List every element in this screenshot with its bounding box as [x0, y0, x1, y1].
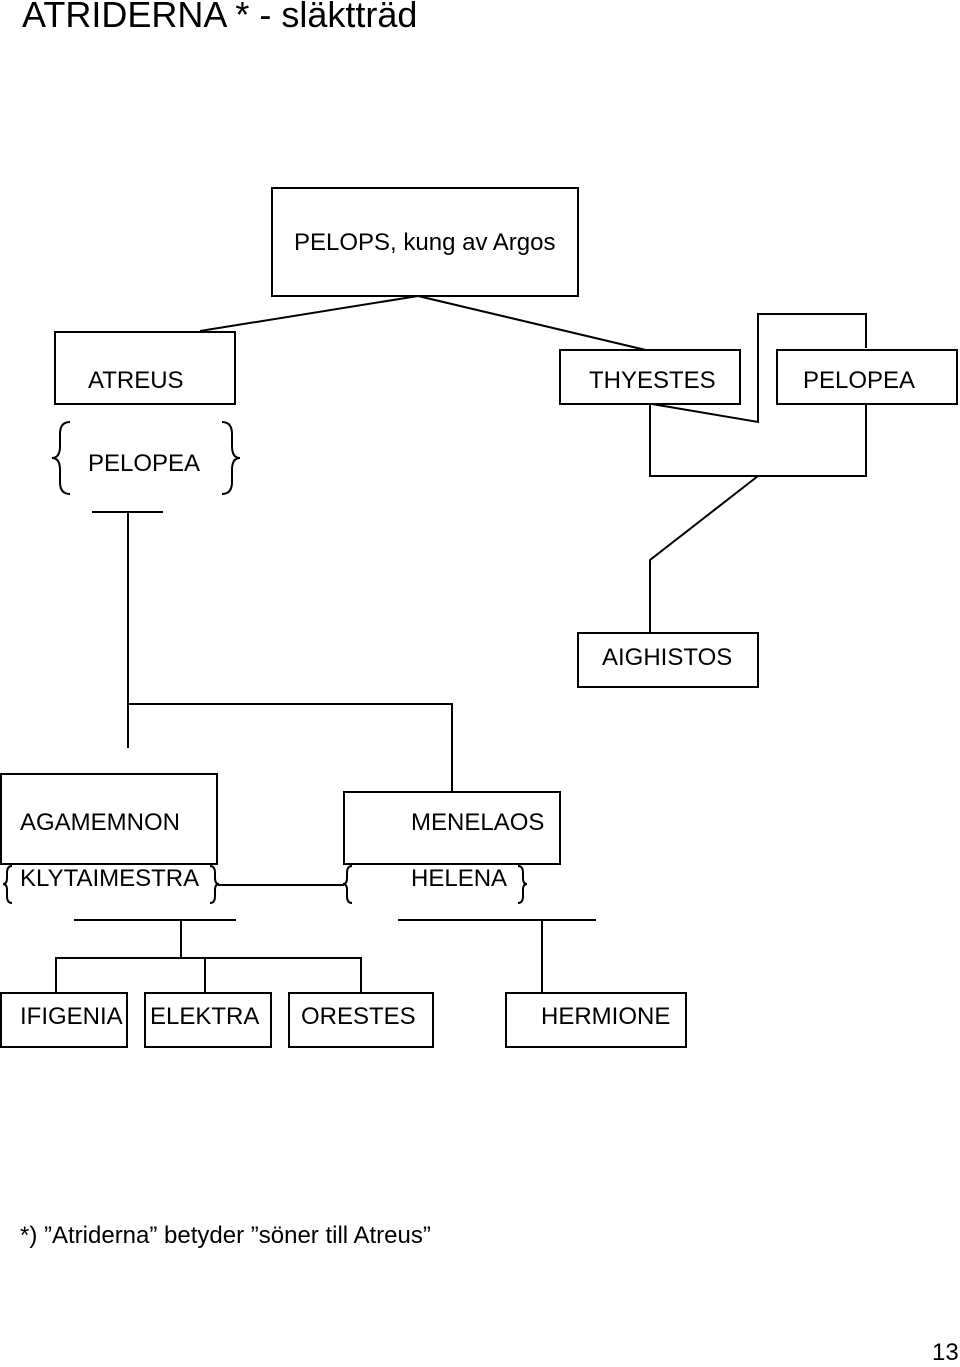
page-number: 13	[932, 1339, 959, 1366]
line-thyestes-pelopea	[651, 313, 867, 424]
node-box-menelaos	[343, 791, 561, 865]
node-orestes: ORESTES	[301, 1003, 416, 1030]
line-pelops-thyestes	[417, 295, 651, 352]
line-to-aighistos	[649, 475, 759, 632]
node-atreus: ATREUS	[88, 367, 184, 394]
node-hermione: HERMIONE	[541, 1003, 671, 1030]
brace-right-klytaimestra	[209, 865, 220, 904]
node-box-agamemnon	[0, 773, 218, 865]
node-aighistos: AIGHISTOS	[602, 644, 733, 671]
node-box-pelopea	[776, 349, 958, 405]
page-title: ATRIDERNA * - släktträd	[22, 0, 418, 35]
line-to-menelaos	[128, 703, 453, 792]
brace-left-helena	[342, 865, 353, 904]
node-menelaos: MENELAOS	[411, 809, 545, 836]
node-box-aighistos	[577, 632, 759, 688]
node-box-elektra	[144, 992, 272, 1048]
node-pelopea: PELOPEA	[803, 367, 916, 394]
line-agamemnon-children	[55, 957, 362, 993]
node-box-hermione	[505, 992, 687, 1048]
brace-left-klytaimestra	[2, 865, 13, 904]
brace-right-pelopea	[221, 421, 241, 495]
node-box-pelops	[271, 187, 579, 297]
node-pelops: PELOPS, kung av Argos	[294, 229, 556, 256]
node-klytaimestra: KLYTAIMESTRA	[20, 865, 200, 892]
brace-right-helena	[517, 865, 528, 904]
footnote: *) ”Atriderna” betyder ”söner till Atreu…	[20, 1222, 431, 1249]
node-box-thyestes	[559, 349, 741, 405]
node-thyestes: THYESTES	[589, 367, 716, 394]
node-atreus-wife: PELOPEA	[88, 450, 201, 477]
brace-left-pelopea	[51, 421, 71, 495]
line-pelops-atreus	[199, 295, 419, 332]
node-agamemnon: AGAMEMNON	[20, 809, 181, 836]
node-ifigenia: IFIGENIA	[20, 1003, 123, 1030]
node-elektra: ELEKTRA	[150, 1003, 260, 1030]
node-helena: HELENA	[411, 865, 508, 892]
node-box-atreus	[54, 331, 236, 405]
node-box-ifigenia	[0, 992, 128, 1048]
node-box-orestes	[288, 992, 434, 1048]
